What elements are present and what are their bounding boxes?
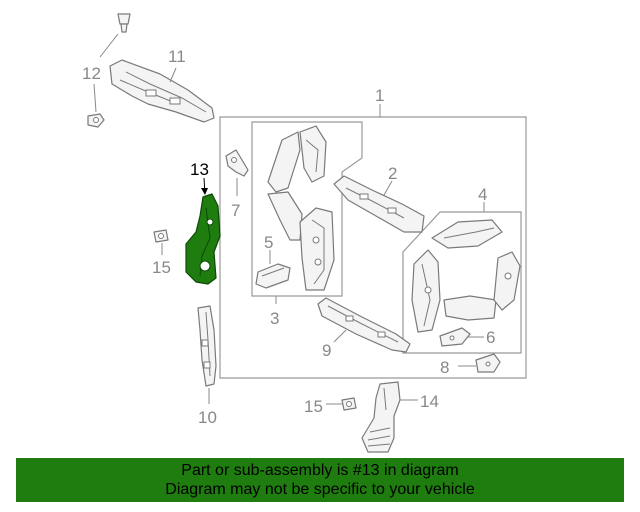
callout-6: 6 [486, 328, 495, 347]
part-10-vertical-support[interactable] [197, 305, 217, 387]
callout-4: 4 [478, 185, 487, 204]
callout-13: 13 [190, 160, 209, 179]
info-banner: Part or sub-assembly is #13 in diagram D… [16, 458, 624, 502]
part-12-clip-top[interactable] [117, 13, 131, 33]
callout-15-left: 15 [152, 258, 171, 277]
callout-2: 2 [388, 164, 397, 183]
part-2-cross-member[interactable] [333, 175, 425, 233]
banner-line-1: Part or sub-assembly is #13 in diagram [181, 462, 459, 479]
part-3-side-panel-assembly[interactable] [267, 125, 335, 291]
callout-7: 7 [231, 201, 240, 220]
assembly-4-box [402, 211, 522, 354]
part-7-bracket[interactable] [225, 149, 249, 177]
callout-3: 3 [270, 309, 279, 328]
part-15-bolt-bottom[interactable] [341, 397, 357, 411]
part-9-lower-cross-member[interactable] [317, 297, 411, 353]
callout-12: 12 [82, 64, 101, 83]
part-14-air-guide[interactable] [361, 381, 401, 453]
callout-9: 9 [322, 341, 331, 360]
part-15-bolt-left[interactable] [153, 229, 169, 243]
callout-15-bottom: 15 [304, 397, 323, 416]
parts-diagram: 12 11 1 13 15 7 [82, 13, 527, 453]
assembly-1-box [219, 116, 527, 379]
callout-5: 5 [264, 233, 273, 252]
part-11-upper-support[interactable] [109, 59, 215, 123]
callout-1: 1 [375, 86, 384, 105]
assembly-3-box [251, 121, 363, 297]
part-13-side-support-highlighted[interactable] [185, 193, 221, 285]
part-12-clip-bottom[interactable] [87, 113, 105, 128]
callout-8: 8 [440, 358, 449, 377]
banner-line-2: Diagram may not be specific to your vehi… [165, 481, 475, 498]
part-6-bracket[interactable] [439, 327, 471, 347]
callout-10: 10 [198, 408, 217, 427]
callout-11: 11 [168, 47, 186, 66]
callout-14: 14 [420, 392, 439, 411]
part-4-side-panel-assembly[interactable] [411, 219, 521, 333]
part-8-bracket[interactable] [475, 353, 501, 373]
part-5-block[interactable] [255, 263, 291, 289]
